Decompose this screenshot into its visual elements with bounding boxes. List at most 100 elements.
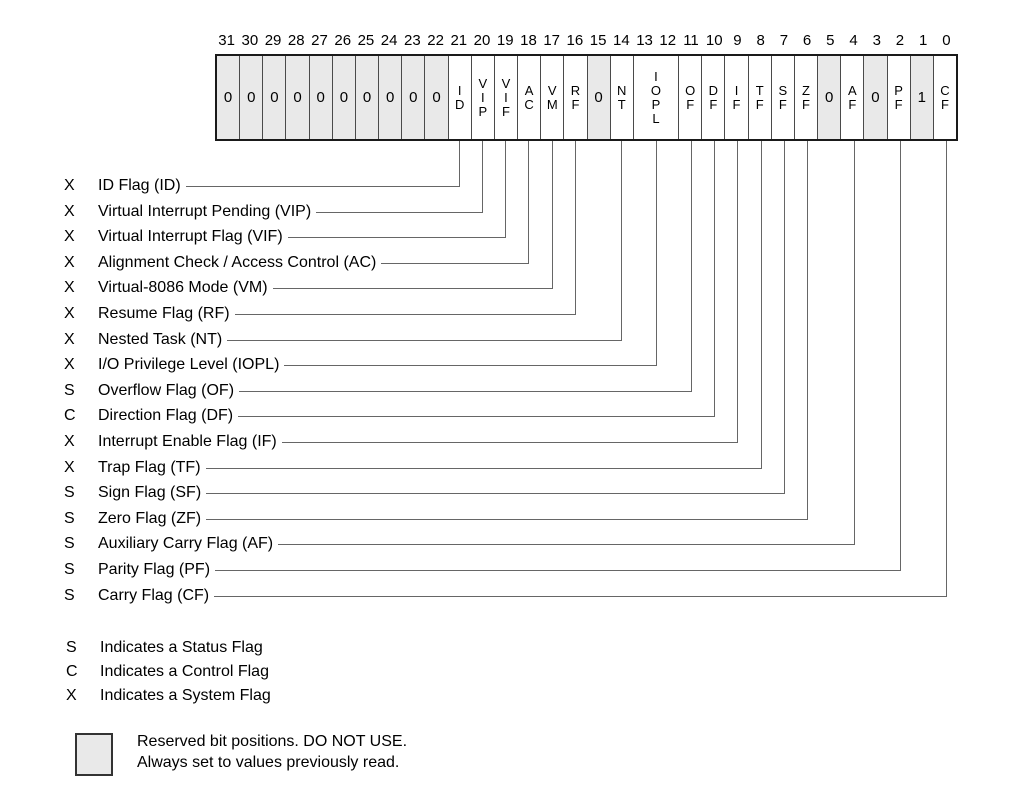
bit-cell-label: 0 (386, 89, 395, 106)
bit-cell-29: 0 (263, 56, 287, 139)
bit-cell-17: V M (541, 56, 565, 139)
bit-cell-label: 0 (432, 89, 441, 106)
bit-number-16: 16 (566, 32, 584, 49)
bit-number-17: 17 (543, 32, 561, 49)
bit-number-13: 13 (636, 32, 653, 49)
bit-number-26: 26 (334, 32, 352, 49)
bit-cell-label: 0 (247, 89, 256, 106)
reserved-swatch (75, 733, 113, 776)
bit-number-0: 0 (942, 32, 951, 49)
bit-cell-16: R F (564, 56, 588, 139)
bit-cell-7: S F (772, 56, 795, 139)
flag-type-vip: X (64, 202, 75, 220)
bit-cell-11: O F (679, 56, 703, 139)
reserved-note-line1: Reserved bit positions. DO NOT USE. (137, 733, 408, 750)
bit-number-9: 9 (733, 32, 742, 49)
bit-number-19: 19 (496, 32, 514, 49)
flag-label-df: Direction Flag (DF) (98, 407, 234, 425)
bit-cell-label: D F (708, 82, 719, 112)
bit-cell-label: Z F (802, 82, 810, 112)
bit-cell-label: 0 (824, 89, 834, 106)
bit-cell-31: 0 (217, 56, 241, 139)
flag-type-sf: S (64, 484, 75, 502)
connector-line (215, 141, 901, 571)
connector-line (278, 141, 855, 545)
bit-number-7: 7 (779, 32, 789, 49)
flag-label-af: Auxiliary Carry Flag (AF) (98, 535, 274, 553)
flag-type-iopl: X (64, 356, 75, 374)
reserved-note-line2: Always set to values previously read. (137, 754, 400, 771)
flag-label-nt: Nested Task (NT) (98, 330, 223, 348)
flag-label-rf: Resume Flag (RF) (98, 305, 230, 322)
bit-number-8: 8 (756, 32, 765, 49)
flag-type-ac: X (64, 253, 75, 271)
bit-cell-label: P F (894, 82, 903, 112)
bit-number-21: 21 (450, 32, 468, 49)
flag-label-cf: Carry Flag (CF) (98, 586, 210, 604)
bit-number-30: 30 (241, 32, 259, 49)
bit-cell-21: I D (449, 56, 472, 139)
bit-cell-13-12: I O P L (634, 56, 680, 139)
connector-line (282, 141, 738, 443)
flag-type-vm: X (64, 279, 75, 297)
flag-label-ac: Alignment Check / Access Control (AC) (98, 253, 377, 271)
bit-number-1: 1 (919, 32, 928, 49)
bit-cell-14: N T (611, 56, 634, 139)
connector-line (206, 141, 808, 520)
bit-number-11: 11 (683, 32, 699, 49)
bit-cell-label: 0 (293, 89, 302, 106)
connector-line (214, 141, 947, 597)
bit-cell-label: 0 (339, 89, 349, 106)
flag-label-id: ID Flag (ID) (98, 177, 181, 194)
bit-cell-26: 0 (332, 56, 356, 139)
flag-label-of: Overflow Flag (OF) (98, 381, 235, 399)
bit-cell-label: S F (778, 82, 788, 112)
connector-line (288, 141, 506, 238)
bit-cell-10: D F (702, 56, 726, 139)
bit-cell-label: 0 (594, 89, 603, 106)
bit-cell-label: 0 (871, 89, 880, 106)
bit-number-25: 25 (357, 32, 375, 49)
bit-cell-label: O F (685, 82, 696, 112)
bit-number-14: 14 (612, 32, 630, 49)
flag-label-tf: Trap Flag (TF) (98, 458, 201, 476)
bit-cell-2: P F (888, 56, 911, 139)
flag-type-vif: X (64, 228, 75, 246)
flag-type-df: C (64, 407, 76, 425)
bit-number-6: 6 (802, 32, 812, 49)
bit-number-5: 5 (826, 32, 835, 49)
bit-cell-label: N T (617, 82, 627, 112)
bit-cell-20: V I P (472, 56, 495, 139)
flag-type-zf: S (64, 509, 75, 527)
bit-cell-24: 0 (379, 56, 403, 139)
bit-number-2: 2 (895, 32, 905, 49)
bit-cell-label: 0 (362, 89, 372, 106)
bit-cell-15: 0 (587, 56, 611, 139)
bit-cell-8: T F (749, 56, 772, 139)
bit-number-12: 12 (659, 32, 677, 49)
reserved-note: Reserved bit positions. DO NOT USE. Alwa… (137, 731, 407, 773)
bit-cell-23: 0 (402, 56, 426, 139)
legend-text-c: Indicates a Control Flag (100, 663, 269, 680)
bit-cell-1: 1 (910, 56, 934, 139)
connector-line (316, 141, 483, 213)
legend-text-x: Indicates a System Flag (100, 687, 271, 704)
bit-cell-9: I F (725, 56, 749, 139)
bit-cell-label: R F (570, 82, 581, 112)
bit-cell-27: 0 (309, 56, 333, 139)
bit-cell-label: A C (524, 82, 534, 112)
bit-cell-4: A F (841, 56, 865, 139)
bit-number-4: 4 (849, 32, 858, 49)
bit-cell-18: A C (518, 56, 542, 139)
connector-line (206, 141, 762, 469)
flag-label-zf: Zero Flag (ZF) (98, 509, 202, 527)
bit-cell-label: I O P L (650, 68, 662, 126)
bit-cell-label: 0 (223, 89, 233, 106)
legend-letter-s: S (66, 639, 77, 656)
bit-number-24: 24 (380, 32, 398, 49)
bit-cell-label: A F (847, 82, 857, 112)
bit-cell-22: 0 (425, 56, 449, 139)
flag-type-af: S (64, 535, 75, 553)
bit-number-27: 27 (311, 32, 328, 49)
